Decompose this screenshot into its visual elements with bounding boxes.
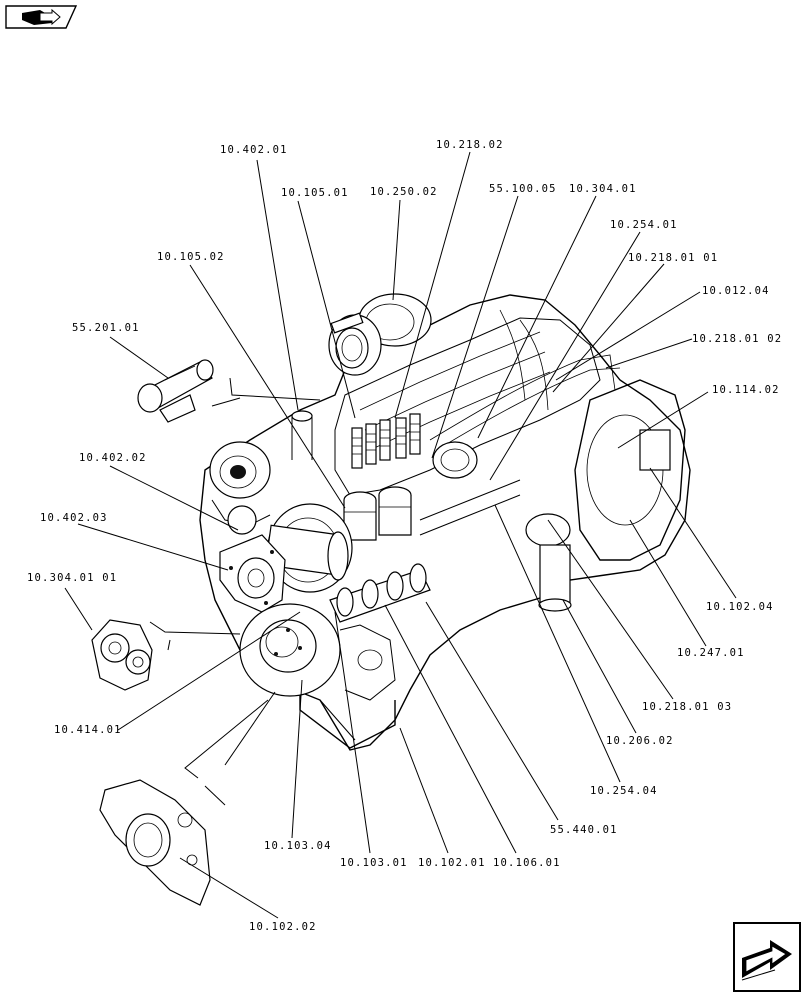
next-page-arrow-icon[interactable]	[733, 922, 801, 992]
fan-hub	[219, 534, 286, 613]
callout-10-103-04: 10.103.04	[264, 840, 332, 852]
callout-10-114-02: 10.114.02	[712, 384, 780, 396]
callout-10-105-02: 10.105.02	[157, 251, 225, 263]
callout-10-206-02: 10.206.02	[606, 735, 674, 747]
callout-10-218-01-01: 10.218.01 01	[628, 252, 718, 264]
callout-10-304-01-01: 10.304.01 01	[27, 572, 117, 584]
callout-10-402-02: 10.402.02	[79, 452, 147, 464]
callout-labels: 10.402.01 10.218.02 10.105.01 10.250.02 …	[27, 139, 782, 933]
timing-cover	[99, 779, 211, 906]
explode-lines	[149, 377, 321, 806]
callout-10-102-04: 10.102.04	[706, 601, 774, 613]
callout-10-103-01: 10.103.01	[340, 857, 408, 869]
callout-10-247-01: 10.247.01	[677, 647, 745, 659]
callout-10-218-01-03: 10.218.01 03	[642, 701, 732, 713]
callout-10-106-01: 10.106.01	[493, 857, 561, 869]
valve-springs	[351, 413, 421, 469]
alternator	[209, 441, 271, 535]
callout-10-414-01: 10.414.01	[54, 724, 122, 736]
turbocharger	[328, 293, 432, 376]
callout-10-250-02: 10.250.02	[370, 186, 438, 198]
callout-10-218-02: 10.218.02	[436, 139, 504, 151]
leader-lines	[64, 151, 737, 919]
callout-10-304-01: 10.304.01	[569, 183, 637, 195]
flywheel-housing	[574, 379, 686, 561]
starter-motor	[137, 359, 214, 423]
book-arrow-icon[interactable]	[5, 5, 78, 29]
pistons	[343, 486, 412, 541]
callout-10-102-02: 10.102.02	[249, 921, 317, 933]
callout-10-254-01: 10.254.01	[610, 219, 678, 231]
callout-10-402-03: 10.402.03	[40, 512, 108, 524]
callout-10-218-01-02: 10.218.01 02	[692, 333, 782, 345]
callout-55-100-05: 55.100.05	[489, 183, 557, 195]
callout-10-254-04: 10.254.04	[590, 785, 658, 797]
callout-55-440-01: 55.440.01	[550, 824, 618, 836]
callout-10-402-01: 10.402.01	[220, 144, 288, 156]
callout-10-105-01: 10.105.01	[281, 187, 349, 199]
crankshaft	[329, 563, 431, 623]
oil-pump	[91, 619, 153, 691]
engine-illustration	[199, 293, 691, 751]
callout-55-201-01: 55.201.01	[72, 322, 140, 334]
callout-10-012-04: 10.012.04	[702, 285, 770, 297]
callout-10-102-01: 10.102.01	[418, 857, 486, 869]
oil-filler	[291, 410, 313, 460]
vibration-damper	[239, 603, 341, 697]
fuel-pump	[525, 513, 572, 612]
